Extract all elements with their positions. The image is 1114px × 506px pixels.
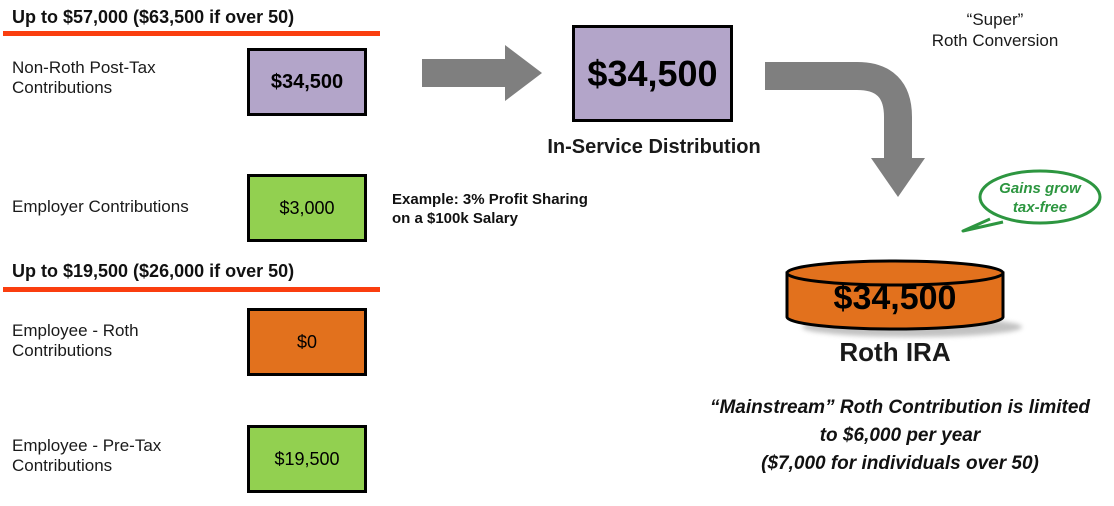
roth-ira-amount: $34,500 (833, 279, 957, 317)
row-label-line: Contributions (12, 78, 113, 97)
example-note-line: on a $100k Salary (392, 210, 518, 227)
curved-arrow-head (871, 158, 925, 197)
row-label-line: Contributions (12, 456, 113, 475)
roth-ira-cylinder (785, 259, 1022, 337)
row-label-line: Contributions (12, 341, 113, 360)
in-service-distribution-label: In-Service Distribution (547, 136, 761, 158)
speech-bubble-ellipse (978, 169, 1102, 225)
speech-bubble-tail (961, 217, 1004, 233)
section2-heading: Up to $19,500 ($26,000 if over 50) (12, 261, 295, 281)
roth-ira-label: Roth IRA (839, 337, 951, 367)
row-label-line: Employee - Pre-Tax (12, 436, 162, 455)
caption-line: “Mainstream” Roth Contribution is limite… (709, 397, 1090, 418)
value-box-non-roth-post-tax: $34,500 (247, 48, 367, 116)
row-label-line: Employee - Roth (12, 321, 139, 340)
row-label-employee-roth: Employee - Roth Contributions (12, 321, 139, 361)
curved-arrow-body (765, 62, 912, 160)
cylinder-top (785, 259, 1005, 287)
mainstream-roth-caption: “Mainstream” Roth Contribution is limite… (700, 394, 1100, 478)
section1-heading: Up to $57,000 ($63,500 if over 50) (12, 7, 295, 27)
row-label-employee-pre-tax: Employee - Pre-Tax Contributions (12, 436, 161, 476)
right-arrow-shape (422, 45, 542, 101)
cylinder-body (785, 271, 1005, 331)
section2-underline (3, 287, 380, 292)
curved-down-arrow-icon (765, 62, 925, 197)
in-service-distribution-box: $34,500 (572, 25, 733, 122)
speech-bubble (961, 169, 1102, 233)
example-note: Example: 3% Profit Sharing on a $100k Sa… (392, 190, 588, 228)
value-box-employer-contributions: $3,000 (247, 174, 367, 242)
section1-underline (3, 31, 380, 36)
value-box-employee-pre-tax: $19,500 (247, 425, 367, 493)
bubble-text-line: Gains grow (999, 180, 1081, 197)
value-box-employee-roth: $0 (247, 308, 367, 376)
super-roth-title-line: Roth Conversion (931, 31, 1059, 50)
bubble-text-line: tax-free (1012, 199, 1068, 216)
caption-line: ($7,000 for individuals over 50) (761, 453, 1039, 474)
bubble-text: Gains grow tax-free (985, 179, 1095, 217)
row-label-employer-contributions: Employer Contributions (12, 197, 189, 217)
row-label-line: Employer Contributions (12, 197, 189, 216)
right-arrow-icon (422, 45, 542, 101)
row-label-line: Non-Roth Post-Tax (12, 58, 156, 77)
row-label-non-roth-post-tax: Non-Roth Post-Tax Contributions (12, 58, 156, 98)
super-roth-title-line: “Super” (966, 10, 1024, 29)
caption-line: to $6,000 per year (819, 425, 981, 446)
example-note-line: Example: 3% Profit Sharing (392, 191, 588, 208)
super-roth-conversion-title: “Super” Roth Conversion (900, 9, 1090, 51)
